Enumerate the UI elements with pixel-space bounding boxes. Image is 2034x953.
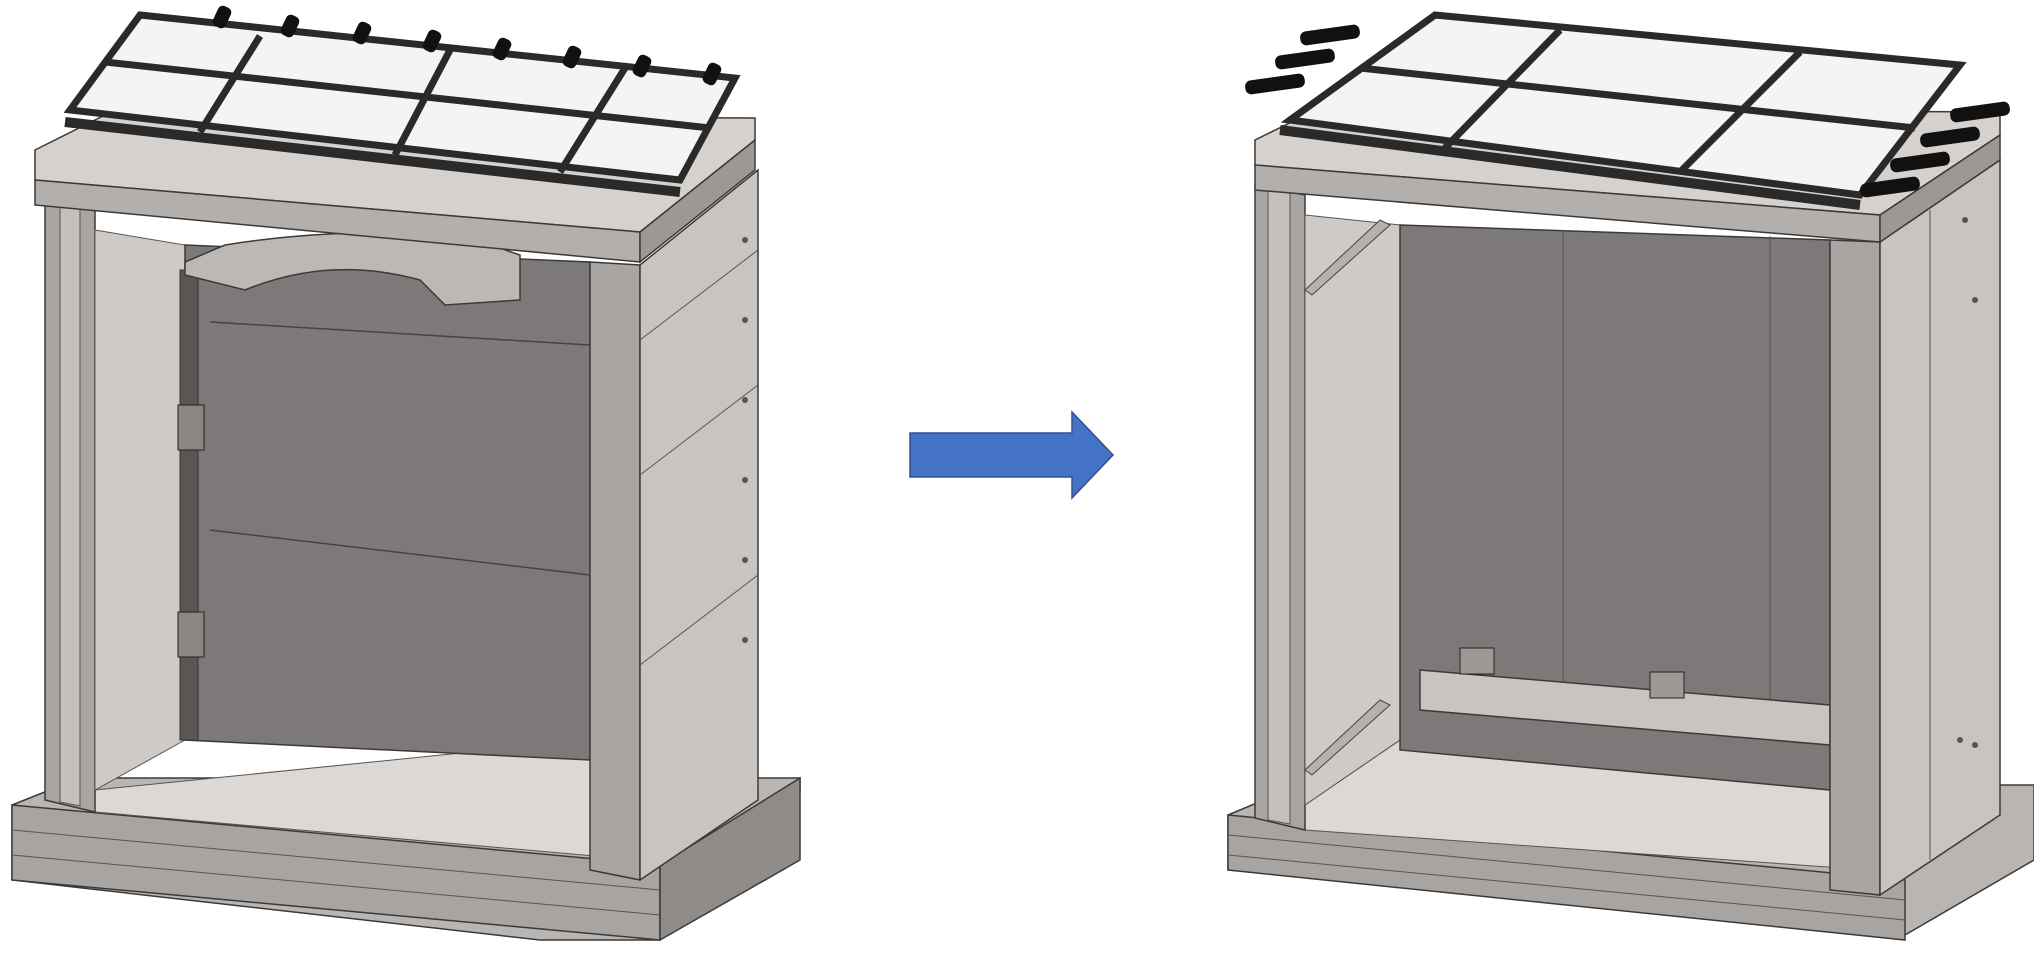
top-frame-grid-right <box>1279 11 1967 210</box>
left-wall-left <box>44 199 186 813</box>
top-frame-grid-left <box>63 11 741 197</box>
back-wall-left <box>177 244 591 761</box>
left-wall-right <box>1254 184 1401 831</box>
enclosure-before <box>11 5 801 942</box>
right-wall-right <box>1829 158 2001 897</box>
back-wall-right <box>1399 224 1831 791</box>
right-wall-left <box>589 168 759 882</box>
top-plate-cutout <box>184 232 521 306</box>
enclosure-after <box>1227 11 2034 941</box>
right-arrow-icon <box>909 410 1115 500</box>
peg-row-left <box>212 5 722 86</box>
peg-row-right <box>1245 24 2010 198</box>
